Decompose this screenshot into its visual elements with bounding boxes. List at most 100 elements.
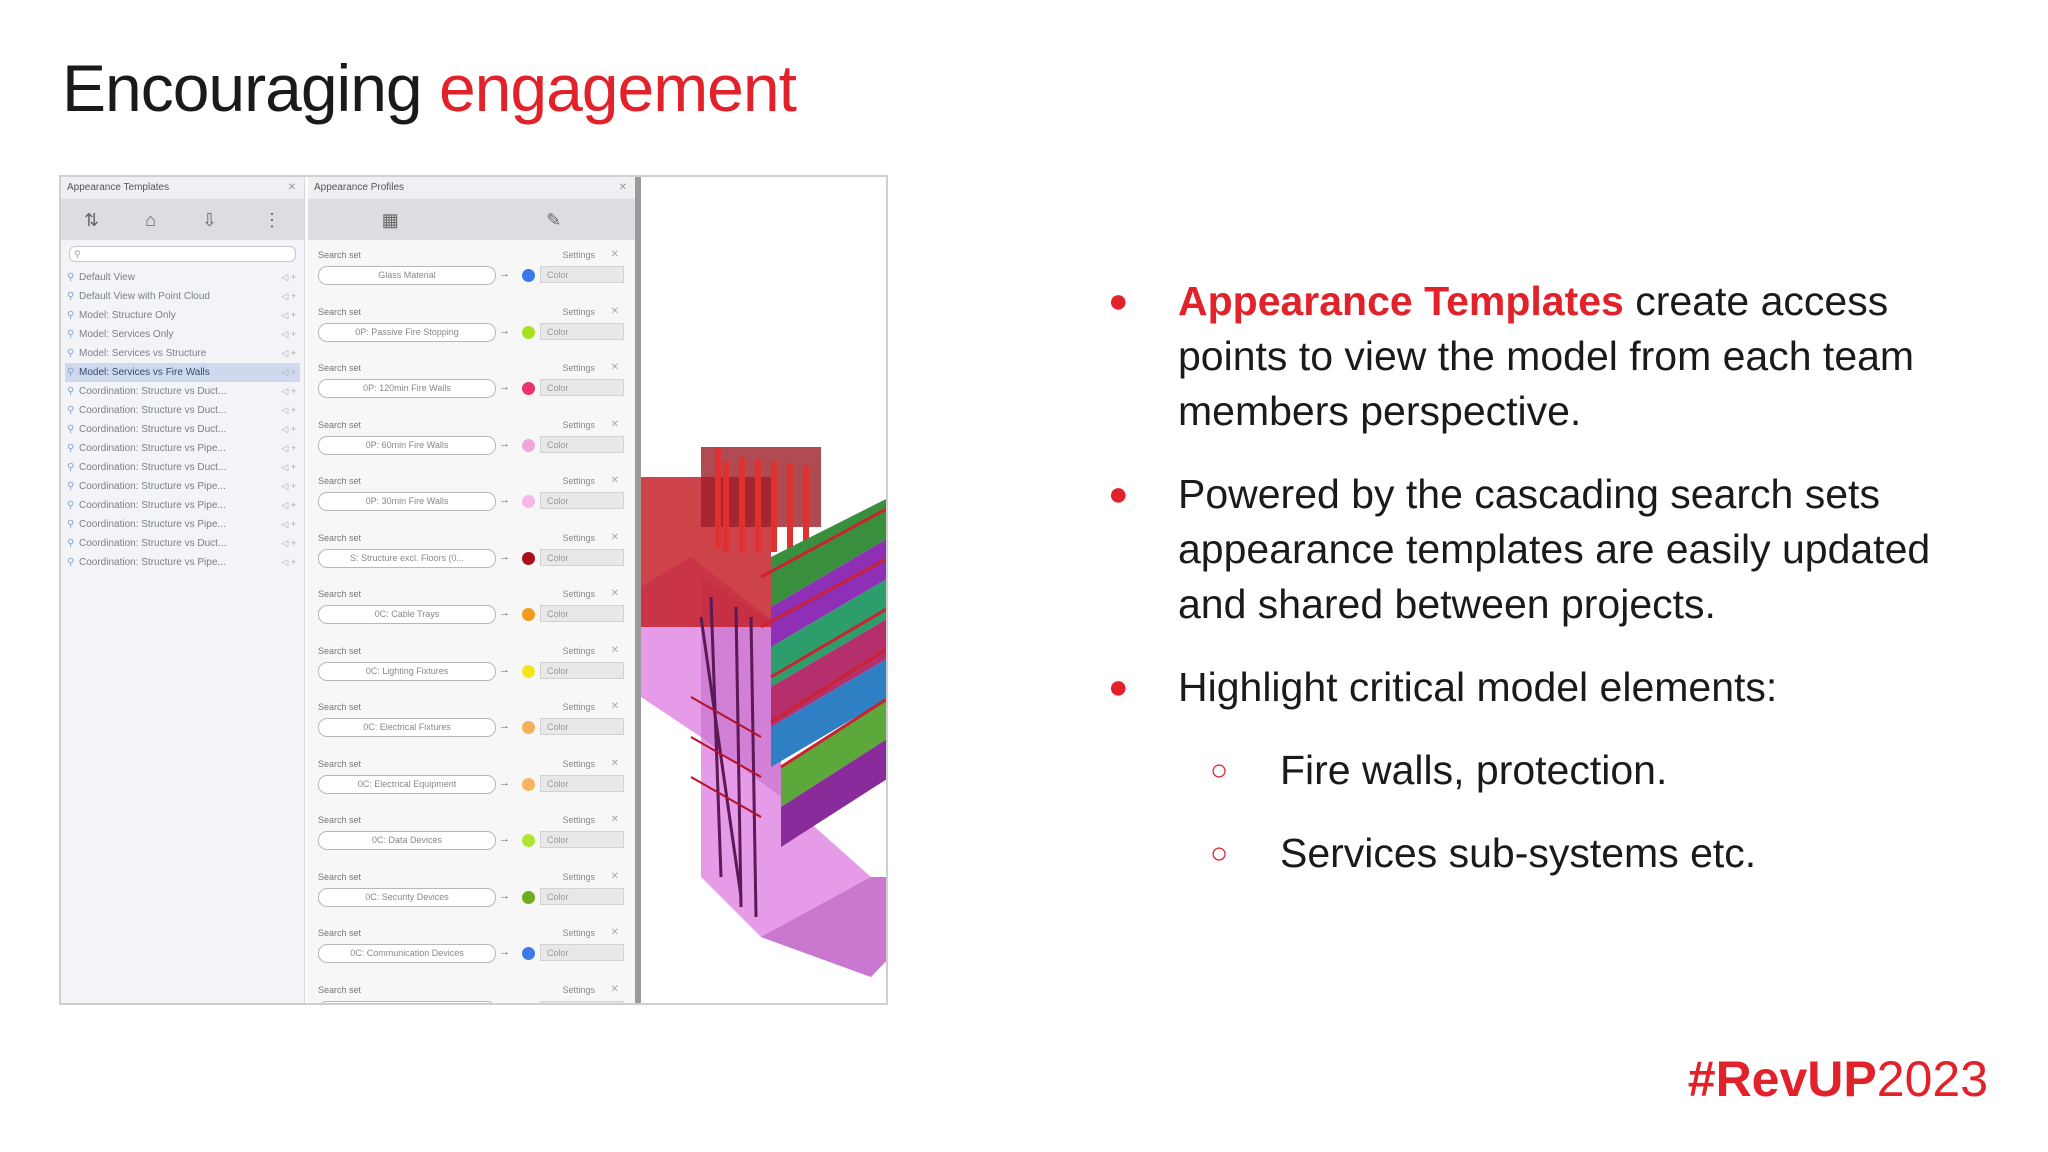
item-controls-icon[interactable]: ◁ + (281, 272, 296, 282)
settings-dropdown[interactable]: Settings (562, 871, 595, 882)
settings-dropdown[interactable]: Settings (562, 702, 595, 712)
color-swatch[interactable] (522, 608, 535, 621)
close-icon[interactable]: ✕ (618, 182, 627, 193)
color-swatch[interactable] (522, 382, 535, 395)
settings-dropdown[interactable]: Settings (562, 476, 595, 486)
remove-row-icon[interactable]: ✕ (610, 814, 619, 825)
color-swatch[interactable] (522, 947, 535, 960)
template-list-item[interactable]: Model: Structure Only◁ + (65, 306, 300, 325)
color-swatch[interactable] (522, 890, 535, 904)
remove-row-icon[interactable]: ✕ (610, 588, 619, 599)
item-controls-icon[interactable]: ◁ + (281, 557, 296, 567)
settings-dropdown[interactable]: Settings (562, 758, 595, 769)
appearance-mode-dropdown[interactable]: Color (540, 605, 624, 622)
item-controls-icon[interactable]: ◁ + (281, 386, 296, 396)
template-list-item[interactable]: Model: Services vs Structure◁ + (65, 344, 300, 363)
appearance-mode-dropdown[interactable]: Color (540, 379, 624, 396)
settings-dropdown[interactable]: Settings (562, 928, 595, 938)
color-swatch[interactable] (522, 325, 535, 339)
search-set-selector[interactable]: 0C: Security Devices (318, 887, 496, 907)
item-controls-icon[interactable]: ◁ + (281, 424, 296, 434)
remove-row-icon[interactable]: ✕ (610, 475, 619, 486)
remove-row-icon[interactable]: ✕ (610, 305, 619, 317)
templates-search-input[interactable]: ⚲ (69, 246, 296, 262)
template-list-item[interactable]: Coordination: Structure vs Duct...◁ + (65, 382, 300, 401)
search-set-selector[interactable] (318, 1000, 496, 1003)
appearance-mode-dropdown[interactable]: Color (540, 1000, 624, 1003)
item-controls-icon[interactable]: ◁ + (281, 291, 296, 301)
search-set-selector[interactable]: 0P: 120min Fire Walls (318, 379, 496, 398)
template-list-item[interactable]: Coordination: Structure vs Pipe...◁ + (65, 496, 300, 515)
template-list-item[interactable]: Model: Services Only◁ + (65, 325, 300, 344)
item-controls-icon[interactable]: ◁ + (281, 462, 296, 472)
remove-row-icon[interactable]: ✕ (610, 362, 619, 373)
appearance-mode-dropdown[interactable]: Color (540, 831, 624, 848)
remove-row-icon[interactable]: ✕ (610, 870, 619, 882)
item-controls-icon[interactable]: ◁ + (281, 405, 296, 415)
appearance-mode-dropdown[interactable]: Color (540, 322, 624, 340)
settings-dropdown[interactable]: Settings (562, 589, 595, 599)
color-swatch[interactable] (522, 495, 535, 508)
color-swatch[interactable] (522, 438, 535, 452)
remove-row-icon[interactable]: ✕ (610, 249, 619, 260)
more-icon[interactable]: ⋮ (263, 209, 281, 230)
color-swatch[interactable] (522, 721, 535, 734)
appearance-mode-dropdown[interactable]: Color (540, 718, 624, 735)
template-list-item[interactable]: Default View◁ + (65, 268, 300, 287)
item-controls-icon[interactable]: ◁ + (281, 538, 296, 548)
color-swatch[interactable] (522, 777, 535, 791)
add-profile-icon[interactable]: ▦ (381, 209, 399, 230)
search-set-selector[interactable]: 0C: Lighting Fixtures (318, 661, 496, 681)
item-controls-icon[interactable]: ◁ + (281, 367, 296, 377)
settings-dropdown[interactable]: Settings (562, 645, 595, 656)
remove-row-icon[interactable]: ✕ (610, 644, 619, 656)
close-icon[interactable]: ✕ (287, 182, 296, 193)
search-set-selector[interactable]: 0P: 30min Fire Walls (318, 492, 496, 511)
search-set-selector[interactable]: 0P: 60min Fire Walls (318, 435, 496, 455)
appearance-mode-dropdown[interactable]: Color (540, 266, 624, 283)
search-set-selector[interactable]: 0P: Passive Fire Stopping (318, 322, 496, 342)
item-controls-icon[interactable]: ◁ + (281, 500, 296, 510)
template-list-item[interactable]: Coordination: Structure vs Pipe...◁ + (65, 515, 300, 534)
settings-dropdown[interactable]: Settings (562, 306, 595, 317)
template-list-item[interactable]: Coordination: Structure vs Pipe...◁ + (65, 553, 300, 572)
template-list-item[interactable]: Coordination: Structure vs Duct...◁ + (65, 458, 300, 477)
remove-row-icon[interactable]: ✕ (610, 927, 619, 938)
item-controls-icon[interactable]: ◁ + (281, 443, 296, 453)
color-swatch[interactable] (522, 551, 535, 565)
remove-row-icon[interactable]: ✕ (610, 983, 619, 995)
color-swatch[interactable] (522, 269, 535, 282)
building-model-view[interactable] (641, 177, 886, 1003)
search-set-selector[interactable]: 0C: Electrical Fixtures (318, 718, 496, 737)
appearance-mode-dropdown[interactable]: Color (540, 492, 624, 509)
template-list-item[interactable]: Default View with Point Cloud◁ + (65, 287, 300, 306)
appearance-mode-dropdown[interactable]: Color (540, 435, 624, 453)
settings-dropdown[interactable]: Settings (562, 363, 595, 373)
sort-icon[interactable]: ⇅ (83, 209, 100, 230)
settings-dropdown[interactable]: Settings (562, 250, 595, 260)
search-set-selector[interactable]: 0C: Communication Devices (318, 944, 496, 963)
item-controls-icon[interactable]: ◁ + (281, 329, 296, 339)
settings-dropdown[interactable]: Settings (562, 815, 595, 825)
edit-icon[interactable]: ✎ (546, 209, 562, 230)
search-set-selector[interactable]: 0C: Data Devices (318, 831, 496, 850)
item-controls-icon[interactable]: ◁ + (281, 310, 296, 320)
import-icon[interactable]: ⇩ (201, 209, 218, 230)
template-list-item[interactable]: Coordination: Structure vs Duct...◁ + (65, 534, 300, 553)
item-controls-icon[interactable]: ◁ + (281, 519, 296, 529)
appearance-mode-dropdown[interactable]: Color (540, 774, 624, 792)
color-swatch[interactable] (522, 1004, 535, 1006)
settings-dropdown[interactable]: Settings (562, 984, 595, 995)
appearance-mode-dropdown[interactable]: Color (540, 548, 624, 566)
remove-row-icon[interactable]: ✕ (610, 701, 619, 712)
color-swatch[interactable] (522, 664, 535, 678)
home-icon[interactable]: ⌂ (145, 209, 156, 230)
template-list-item[interactable]: Coordination: Structure vs Duct...◁ + (65, 420, 300, 439)
appearance-mode-dropdown[interactable]: Color (540, 887, 624, 905)
appearance-mode-dropdown[interactable]: Color (540, 661, 624, 679)
item-controls-icon[interactable]: ◁ + (281, 481, 296, 491)
settings-dropdown[interactable]: Settings (562, 419, 595, 430)
remove-row-icon[interactable]: ✕ (610, 531, 619, 543)
template-list-item[interactable]: Model: Services vs Fire Walls◁ + (65, 363, 300, 382)
search-set-selector[interactable]: 0C: Electrical Equipment (318, 774, 496, 794)
